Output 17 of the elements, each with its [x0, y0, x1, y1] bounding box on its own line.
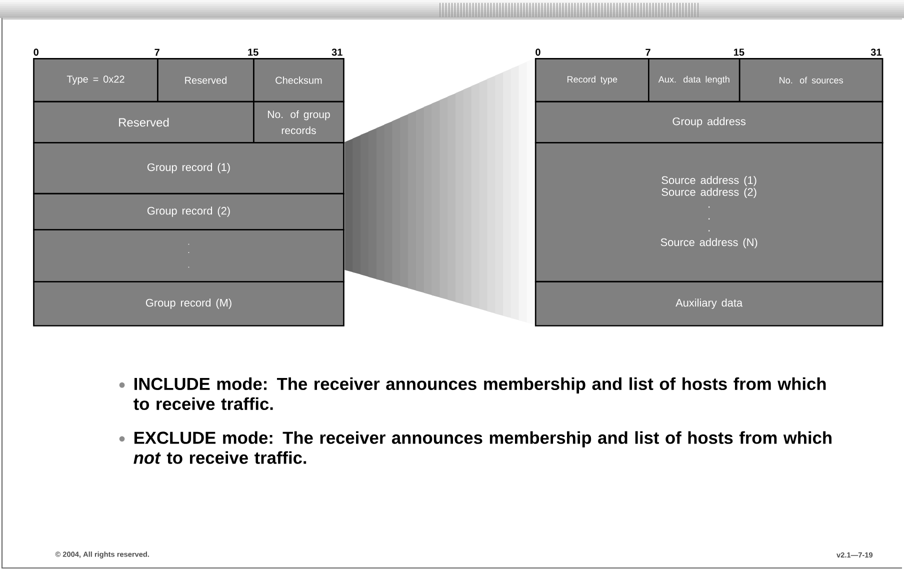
field-cell: No. of group records [253, 101, 344, 144]
bullet-text: EXCLUDE mode: The receiver announces membership and list of hosts from which not to receive traffic. [134, 431, 832, 464]
field-cell: Checksum [253, 58, 344, 102]
bullet-text: INCLUDE mode: The receiver announces membership and list of hosts from which to receive traffic. [134, 377, 826, 410]
field-cell: No. of sources [738, 58, 884, 102]
bit-number: 15 [734, 48, 744, 56]
field-cell: Group record (M) [33, 281, 344, 326]
field-cell: Type = 0x22 [33, 58, 158, 102]
bit-number: 7 [646, 48, 650, 56]
bit-number: 15 [248, 48, 258, 56]
field-cell: Group record (2) [33, 193, 344, 230]
field-cell: Auxiliary data [534, 281, 884, 326]
field-cell: Record type [534, 58, 650, 102]
field-cell: Aux. data length [648, 58, 740, 102]
field-cell: Reserved [157, 58, 254, 102]
bit-number: 7 [154, 48, 160, 56]
field-cell: . . . [33, 229, 344, 282]
